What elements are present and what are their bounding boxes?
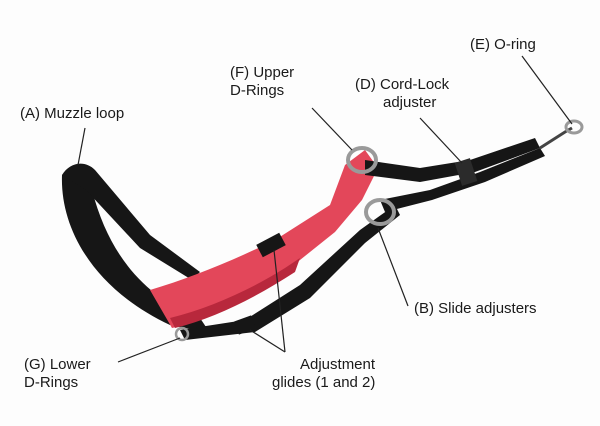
adjustment-glide-1 — [256, 232, 286, 258]
muzzle-loop-top-strap — [62, 163, 200, 280]
label-adjustment-glides: Adjustment glides (1 and 2) — [272, 356, 375, 392]
label-lower-d-rings-line2: D-Rings — [24, 374, 79, 391]
red-strap-shadow — [170, 258, 300, 328]
leader-o-ring — [521, 55, 573, 125]
lower-d-ring — [174, 326, 190, 342]
label-upper-d-rings: (F) Upper D-Rings — [230, 64, 294, 100]
black-under-strap — [180, 205, 400, 340]
lead-cord — [539, 126, 573, 150]
label-cord-lock-line2: adjuster — [383, 94, 437, 111]
label-slide-adjusters: (B) Slide adjusters — [414, 300, 537, 317]
label-adjustment-glides-line2: glides (1 and 2) — [272, 374, 376, 391]
label-o-ring: (E) O-ring — [470, 36, 536, 53]
lead-strap-upper — [365, 138, 540, 182]
label-adjustment-glides-line1: Adjustment — [300, 356, 376, 373]
cord-lock-block — [454, 158, 478, 186]
leader-slide-adjusters — [377, 227, 409, 307]
leader-upper-d-rings — [311, 107, 353, 151]
red-nose-strap — [150, 150, 378, 328]
upper-d-ring-1 — [346, 146, 378, 174]
label-cord-lock-adjuster: (D) Cord-Lock adjuster — [355, 76, 449, 112]
label-muzzle-loop: (A) Muzzle loop — [20, 105, 125, 122]
label-upper-d-rings-line1: (F) Upper — [230, 64, 295, 81]
label-upper-d-rings-line2: D-Rings — [230, 82, 285, 99]
label-cord-lock-line1: (D) Cord-Lock — [355, 76, 450, 93]
label-lower-d-rings-line1: (G) Lower — [24, 356, 91, 373]
leader-glide-2 — [249, 329, 286, 353]
upper-d-ring-2 — [364, 198, 396, 226]
label-lower-d-rings: (G) Lower D-Rings — [24, 356, 91, 392]
leader-glide-1 — [273, 249, 286, 353]
leader-lower-d-rings — [117, 337, 181, 363]
leader-cord-lock — [419, 117, 463, 164]
o-ring — [564, 119, 584, 135]
leader-lines — [77, 55, 573, 363]
leader-muzzle-loop — [77, 127, 86, 166]
